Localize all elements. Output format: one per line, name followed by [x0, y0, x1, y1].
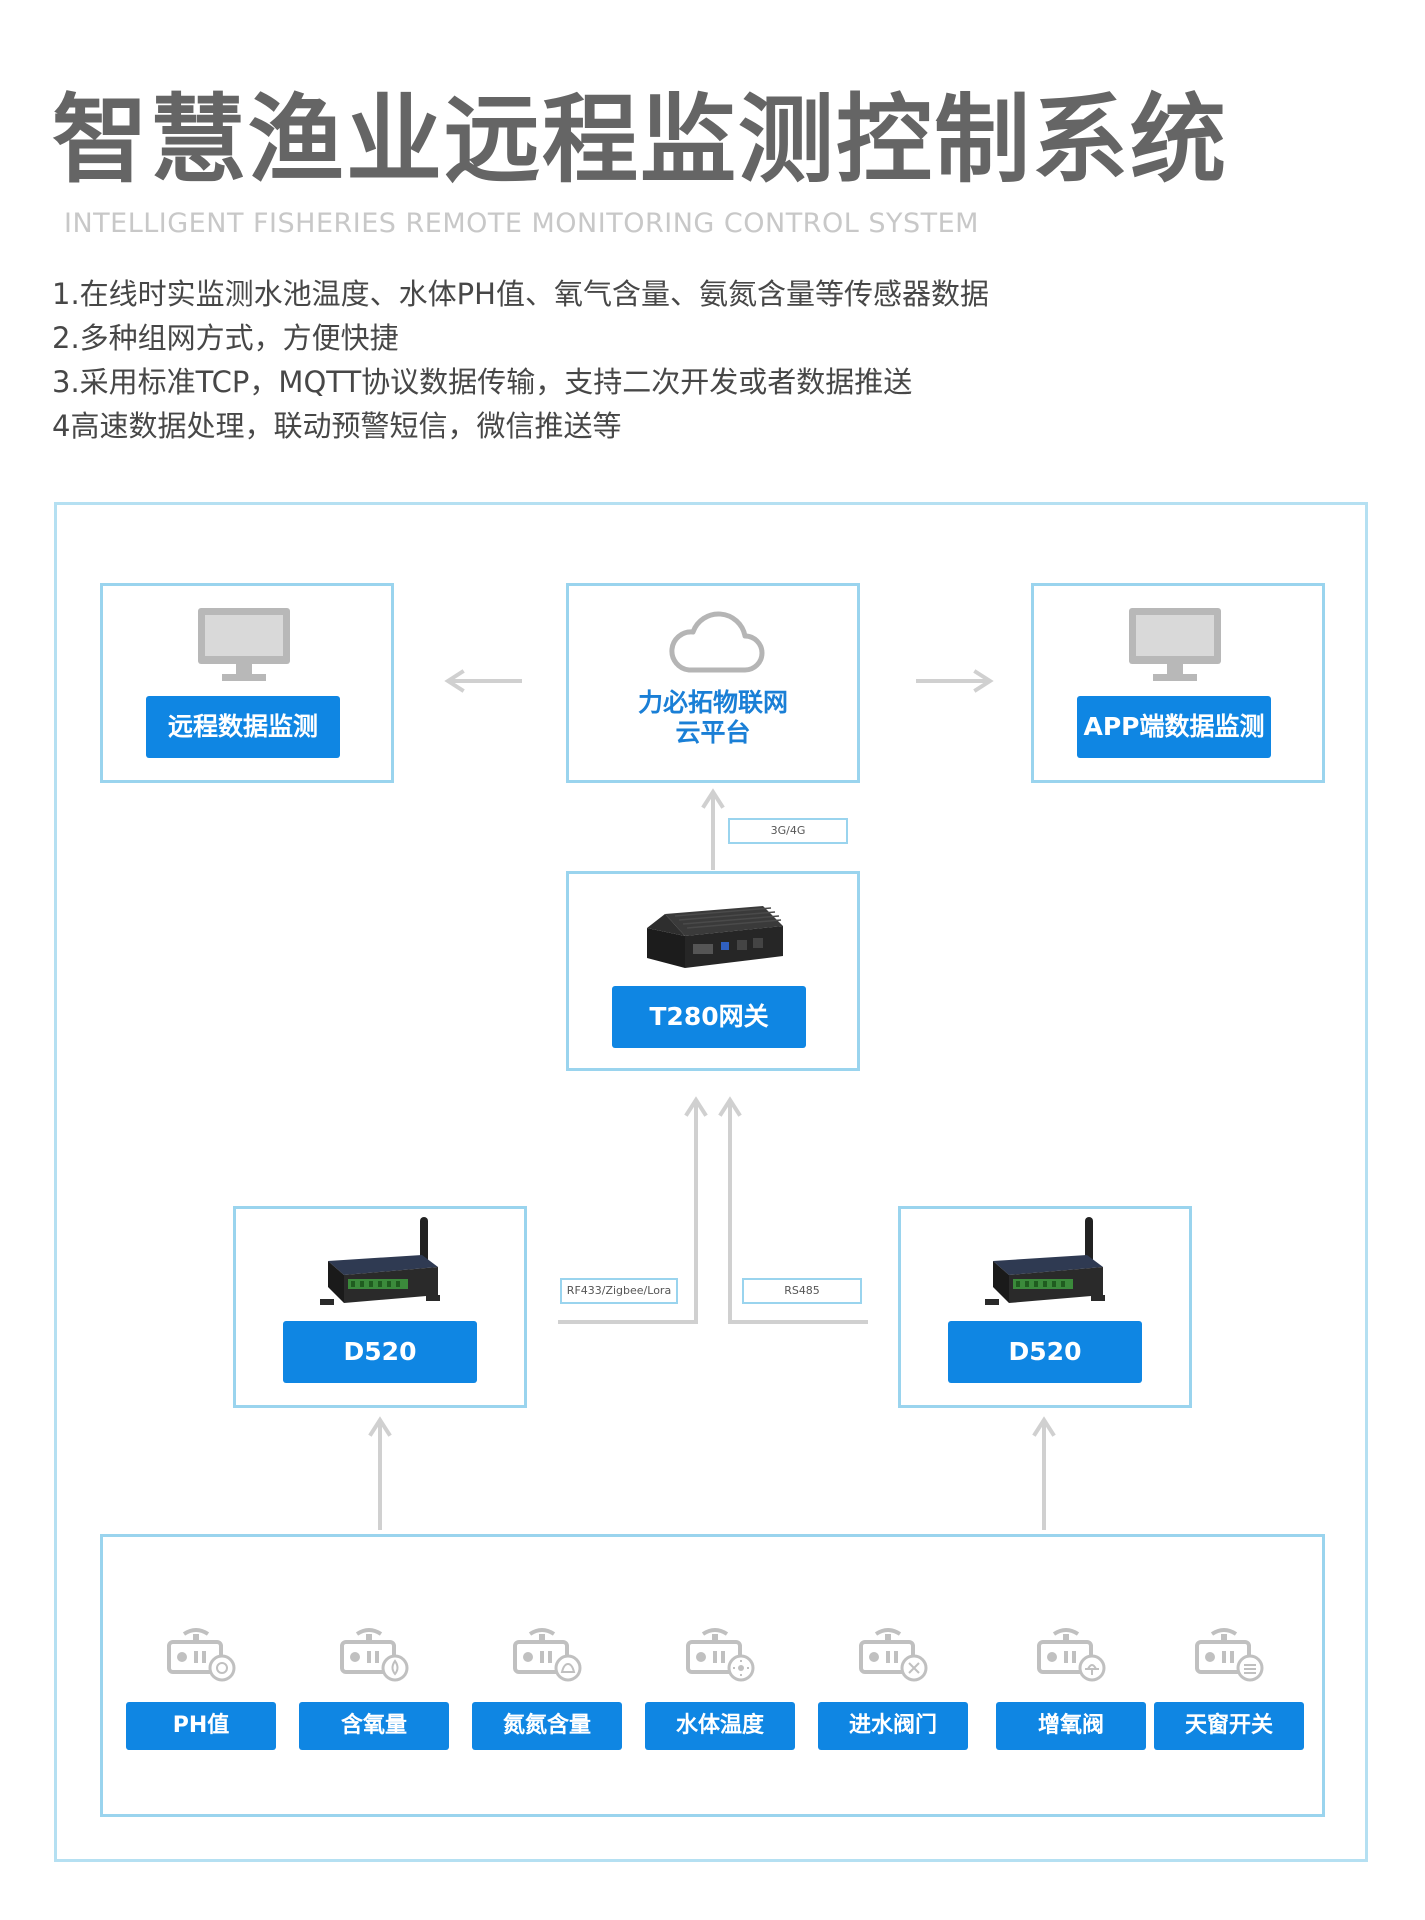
d520-left-button[interactable]: D520: [283, 1321, 477, 1383]
arrow-right-to-gateway: [728, 1102, 868, 1324]
page-title: 智慧渔业远程监测控制系统: [52, 84, 1228, 196]
d520-node-right: D520: [898, 1206, 1192, 1408]
d520-device-icon: [320, 1217, 440, 1305]
arrow-head: [684, 1096, 708, 1117]
app-monitor-box: APP端数据监测: [1031, 583, 1325, 783]
link-tag-rs485: RS485: [742, 1278, 862, 1304]
cloud-icon: [669, 611, 765, 673]
arrow-head: [701, 788, 725, 809]
gateway-device-icon: [647, 906, 783, 968]
d520-right-button[interactable]: D520: [948, 1321, 1142, 1383]
link-tag-wireless: RF433/Zigbee/Lora: [560, 1278, 678, 1304]
arrow-head: [368, 1416, 392, 1437]
temperature-sensor-icon: [686, 1628, 755, 1682]
valve-icon: [859, 1628, 928, 1682]
cloud-label-line1: 力必拓物联网: [637, 688, 788, 717]
ph-sensor-icon: [167, 1628, 236, 1682]
sensor-button-oxygen[interactable]: 含氧量: [299, 1702, 449, 1750]
remote-monitor-button[interactable]: 远程数据监测: [146, 696, 340, 758]
feature-item: 2.多种组网方式，方便快捷: [52, 321, 399, 355]
feature-item: 1.在线时实监测水池温度、水体PH值、氧气含量、氨氮含量等传感器数据: [52, 277, 989, 311]
arrow-left-to-gateway: [558, 1102, 698, 1324]
feature-item: 4高速数据处理，联动预警短信，微信推送等: [52, 409, 622, 443]
cloud-label-line2: 云平台: [675, 718, 751, 747]
diagram-frame: [54, 502, 1368, 1862]
feature-item: 3.采用标准TCP，MQTT协议数据传输，支持二次开发或者数据推送: [52, 365, 913, 399]
monitor-icon: [198, 608, 290, 681]
ammonia-sensor-icon: [513, 1628, 582, 1682]
feature-list: 1.在线时实监测水池温度、水体PH值、氧气含量、氨氮含量等传感器数据 2.多种组…: [52, 272, 989, 448]
monitor-icon: [1129, 608, 1221, 681]
sensor-button-valve[interactable]: 进水阀门: [818, 1702, 968, 1750]
arrow-head: [1032, 1416, 1056, 1437]
cloud-platform-box: 力必拓物联网 云平台: [566, 583, 860, 783]
skylight-switch-icon: [1195, 1628, 1264, 1682]
arrow-head: [973, 669, 994, 693]
gateway-box: T280网关: [566, 871, 860, 1071]
arrow-head: [718, 1096, 742, 1117]
aerator-icon: [1037, 1628, 1106, 1682]
app-monitor-button[interactable]: APP端数据监测: [1077, 696, 1271, 758]
link-tag-3g4g: 3G/4G: [728, 818, 848, 844]
sensor-button-skylight[interactable]: 天窗开关: [1154, 1702, 1304, 1750]
sensor-panel: [100, 1534, 1325, 1817]
sensor-button-ph[interactable]: PH值: [126, 1702, 276, 1750]
page-subtitle: INTELLIGENT FISHERIES REMOTE MONITORING …: [64, 208, 979, 239]
oxygen-sensor-icon: [340, 1628, 409, 1682]
sensor-button-aerator[interactable]: 增氧阀: [996, 1702, 1146, 1750]
gateway-button[interactable]: T280网关: [612, 986, 806, 1048]
d520-device-icon: [985, 1217, 1105, 1305]
sensor-button-ammonia[interactable]: 氮氮含量: [472, 1702, 622, 1750]
cloud-platform-label: 力必拓物联网 云平台: [569, 688, 857, 748]
d520-node-left: D520: [233, 1206, 527, 1408]
sensor-button-temperature[interactable]: 水体温度: [645, 1702, 795, 1750]
arrow-head: [444, 669, 465, 693]
remote-monitor-box: 远程数据监测: [100, 583, 394, 783]
